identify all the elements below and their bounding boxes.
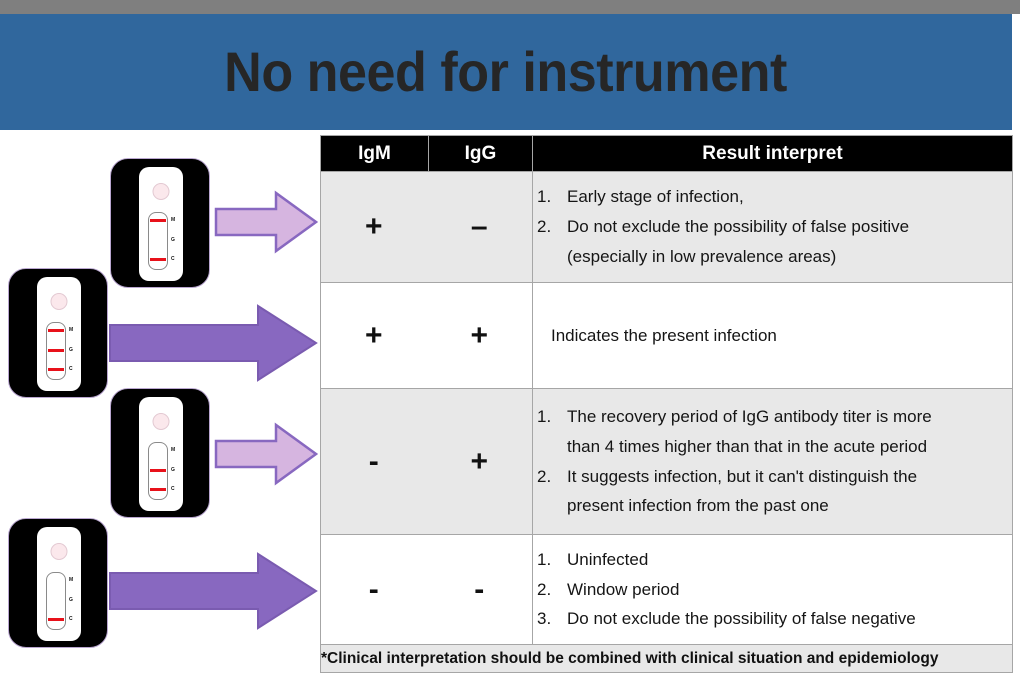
band-m xyxy=(150,219,166,222)
list-line: (especially in low prevalence areas) xyxy=(567,246,837,266)
list-line: than 4 times higher than that in the acu… xyxy=(567,436,928,456)
result-window xyxy=(46,572,66,630)
list-item: 1. The recovery period of IgG antibody t… xyxy=(533,402,1012,462)
row-1-interpretation: 1. Early stage of infection, 2. Do not e… xyxy=(532,171,1013,283)
cassette-body: M G C xyxy=(139,397,183,511)
list-line: The recovery period of IgG antibody tite… xyxy=(567,407,932,426)
row-1-igm-sign: + xyxy=(364,210,383,243)
band-m xyxy=(48,579,64,582)
marker-label-c: C xyxy=(69,616,73,622)
list-number: 1. xyxy=(537,549,552,569)
list-item: 1. Early stage of infection, xyxy=(533,182,1012,212)
cassette-body: M G C xyxy=(37,277,81,391)
band-c xyxy=(150,488,166,491)
sample-well-icon xyxy=(152,183,170,200)
list-line: Uninfected xyxy=(567,549,649,569)
band-m xyxy=(150,449,166,452)
marker-label-c: C xyxy=(171,486,175,492)
marker-label-m: M xyxy=(69,327,74,333)
cassette-body: M G C xyxy=(139,167,183,281)
row-2-marker-cell: + + xyxy=(320,282,533,389)
row-2-igm-sign: + xyxy=(364,318,383,352)
table-header-row: IgM IgG Result interpret xyxy=(320,135,1013,172)
list-item: 2. It suggests infection, but it can't d… xyxy=(533,462,1012,522)
top-gray-strip xyxy=(0,0,1020,14)
list-item: 2. Do not exclude the possibility of fal… xyxy=(533,212,1012,272)
cassette-body: M G C xyxy=(37,527,81,641)
band-g xyxy=(48,349,64,352)
row-4-igg-sign: - xyxy=(474,572,485,606)
table-footnote: *Clinical interpretation should be combi… xyxy=(320,644,1013,673)
row-1-igg-sign: – xyxy=(470,210,488,243)
marker-label-c: C xyxy=(69,366,73,372)
column-header-igm: IgM xyxy=(320,135,429,172)
row-4-marker-cell: - - xyxy=(320,534,533,645)
band-g xyxy=(150,239,166,242)
list-number: 2. xyxy=(537,466,552,486)
row-3-igm-sign: - xyxy=(368,444,379,478)
column-header-igg: IgG xyxy=(428,135,533,172)
band-c xyxy=(150,258,166,261)
list-number: 2. xyxy=(537,579,552,599)
marker-label-m: M xyxy=(171,217,176,223)
marker-label-g: G xyxy=(69,347,73,353)
marker-label-m: M xyxy=(69,577,74,583)
row-2-igg-sign: + xyxy=(470,318,489,352)
list-item: 2. Window period xyxy=(533,575,1012,605)
marker-label-m: M xyxy=(171,447,176,453)
list-line: It suggests infection, but it can't dist… xyxy=(567,466,918,486)
list-line: present infection from the past one xyxy=(567,496,829,516)
list-item: 3. Do not exclude the possibility of fal… xyxy=(533,604,1012,634)
table-row: - - 1. Uninfected 2. Window period 3. xyxy=(320,534,1013,645)
table-row: - + 1. The recovery period of IgG antibo… xyxy=(320,388,1013,535)
row-1-marker-cell: + – xyxy=(320,171,533,283)
list-line: Do not exclude the possibility of false … xyxy=(567,609,916,629)
cassette-igm-neg-igg-pos: M G C xyxy=(110,388,210,518)
result-window xyxy=(148,212,168,270)
column-header-result: Result interpret xyxy=(532,135,1013,172)
band-g xyxy=(150,469,166,472)
band-g xyxy=(48,599,64,602)
band-c xyxy=(48,368,64,371)
list-item: 1. Uninfected xyxy=(533,545,1012,575)
marker-label-g: G xyxy=(69,597,73,603)
band-c xyxy=(48,618,64,621)
list-line: Do not exclude the possibility of false … xyxy=(567,217,910,237)
row-3-igg-sign: + xyxy=(470,444,489,478)
result-interpretation-table: IgM IgG Result interpret + – 1. Early st… xyxy=(320,135,1013,673)
list-number: 2. xyxy=(537,217,552,237)
result-window xyxy=(148,442,168,500)
result-window xyxy=(46,322,66,380)
row-4-igm-sign: - xyxy=(368,572,379,606)
cassette-igm-neg-igg-neg: M G C xyxy=(8,518,108,648)
row-3-marker-cell: - + xyxy=(320,388,533,535)
row-3-interpretation: 1. The recovery period of IgG antibody t… xyxy=(532,388,1013,535)
marker-label-c: C xyxy=(171,256,175,262)
table-row: + – 1. Early stage of infection, 2. Do n… xyxy=(320,171,1013,283)
table-footnote-row: *Clinical interpretation should be combi… xyxy=(320,644,1013,673)
sample-well-icon xyxy=(50,543,68,560)
cassette-igm-pos-igg-pos: M G C xyxy=(8,268,108,398)
list-number: 1. xyxy=(537,187,552,207)
list-line: Early stage of infection, xyxy=(567,187,744,207)
device-illustration-panel: M G C M G C M G xyxy=(0,133,320,681)
list-number: 1. xyxy=(537,407,552,426)
marker-label-g: G xyxy=(171,237,175,243)
cassette-igm-pos-igg-neg: M G C xyxy=(110,158,210,288)
sample-well-icon xyxy=(152,413,170,430)
row-2-interpretation: Indicates the present infection xyxy=(532,282,1013,389)
sample-well-icon xyxy=(50,293,68,310)
list-line: Window period xyxy=(567,579,680,599)
row-4-interpretation: 1. Uninfected 2. Window period 3. Do not… xyxy=(532,534,1013,645)
page-title: No need for instrument xyxy=(224,40,788,103)
title-banner: No need for instrument xyxy=(0,14,1012,130)
list-number: 3. xyxy=(537,609,552,629)
band-m xyxy=(48,329,64,332)
marker-label-g: G xyxy=(171,467,175,473)
table-row: + + Indicates the present infection xyxy=(320,282,1013,389)
